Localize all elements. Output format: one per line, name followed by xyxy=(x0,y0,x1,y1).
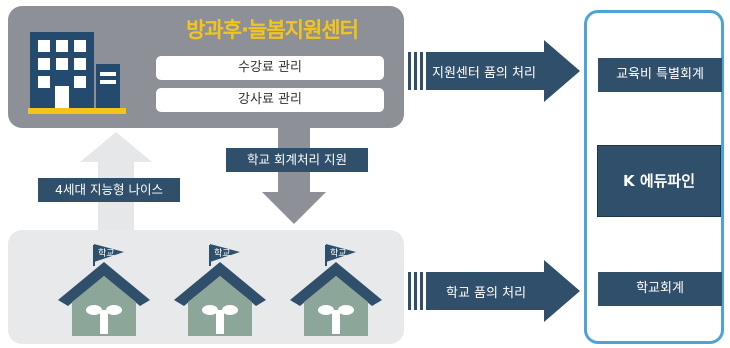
school-house-icon: 학교 xyxy=(58,244,150,336)
center-approval-arrow xyxy=(408,40,580,102)
school-house-icon: 학교 xyxy=(290,244,382,336)
k-edufine-box: K 에듀파인 xyxy=(598,146,720,216)
school-account: 학교회계 xyxy=(598,272,722,306)
accounting-support-label: 학교 회계처리 지원 xyxy=(226,148,368,172)
school-flag-text: 학교 xyxy=(98,248,115,259)
school-approval-label: 학교 품의 처리 xyxy=(446,286,527,301)
education-special-account: 교육비 특별회계 xyxy=(598,58,722,92)
school-flag-text: 학교 xyxy=(330,248,347,259)
school-house-icon: 학교 xyxy=(174,244,266,336)
neis-label: 4세대 지능형 나이스 xyxy=(38,178,180,202)
school-approval-arrow xyxy=(408,260,580,322)
building-icon xyxy=(28,32,126,114)
center-title: 방과후·늘봄지원센터 xyxy=(186,18,359,42)
instructor-fee-management-item: 강사료 관리 xyxy=(156,88,384,112)
down-arrow xyxy=(262,128,326,224)
tuition-management-item: 수강료 관리 xyxy=(156,56,384,80)
school-flag-text: 학교 xyxy=(214,248,231,259)
center-approval-label: 지원센터 품의 처리 xyxy=(432,66,536,81)
